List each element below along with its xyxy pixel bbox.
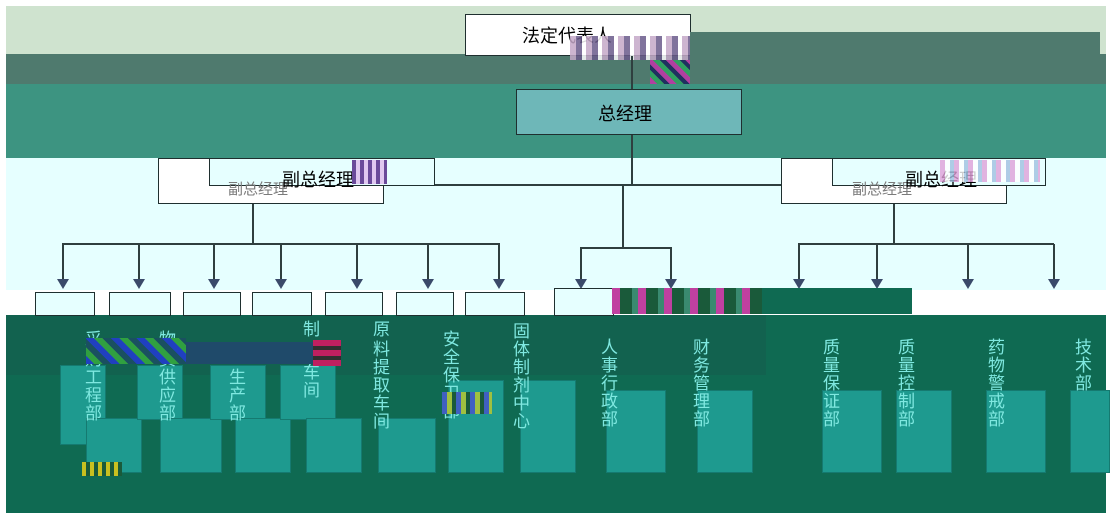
arrow-head-3 <box>208 279 220 289</box>
dept-panel-2b <box>160 418 222 473</box>
dept-top-box-7 <box>465 292 525 316</box>
connector-gm-down <box>631 135 633 185</box>
connector-horizontal-vps <box>432 184 834 186</box>
dept-label-7: 固体制剂中心 <box>509 322 529 430</box>
dept-label-4-top: 制 <box>299 320 319 338</box>
dept-panel-11 <box>896 390 952 473</box>
connector-vpl-down <box>252 204 254 244</box>
arrow-stem-11 <box>876 244 878 280</box>
vp-right-faded-label: 副总经理 <box>852 180 913 198</box>
dept-label-10: 质量保证部 <box>819 338 839 428</box>
dept-panel-3b <box>235 418 291 473</box>
gm-label: 总经理 <box>598 104 652 125</box>
arrow-stem-8 <box>580 248 582 280</box>
arrow-stem-1 <box>62 244 64 280</box>
dept-panel-4 <box>280 365 336 420</box>
arrow-stem-3 <box>213 244 215 280</box>
dept-panel-13 <box>1070 390 1110 473</box>
dept-top-box-1 <box>35 292 95 316</box>
dept-label-3: 生产部 <box>225 368 245 422</box>
dept-panel-12 <box>986 390 1046 473</box>
glitch-magenta-chip <box>313 340 341 366</box>
arrow-stem-7 <box>498 244 500 280</box>
arrow-head-7 <box>493 279 505 289</box>
dept-panel-9 <box>697 390 753 473</box>
arrow-head-10 <box>793 279 805 289</box>
glitch-blue-blob <box>86 338 186 364</box>
arrow-head-9 <box>665 279 677 289</box>
arrow-stem-2 <box>138 244 140 280</box>
arrow-stem-5 <box>356 244 358 280</box>
glitch-vp-right <box>940 160 1040 182</box>
glitch-lower-mid <box>442 392 492 414</box>
vp-left-offset-box <box>209 158 435 186</box>
connector-gm-middle <box>622 186 624 248</box>
dept-panel-8 <box>606 390 666 473</box>
dept-label-2: 资供应部 <box>155 350 175 422</box>
dept-panel-7 <box>520 380 576 473</box>
glitch-noise-top <box>570 36 690 60</box>
dark-band <box>6 54 1106 84</box>
dept-top-box-2 <box>109 292 171 316</box>
arrow-stem-6 <box>427 244 429 280</box>
glitch-vp-left <box>352 160 387 184</box>
dept-panel-5 <box>378 418 436 473</box>
dept-label-9: 财务管理部 <box>689 338 709 428</box>
arrow-head-2 <box>133 279 145 289</box>
glitch-mid-blocks <box>612 288 762 314</box>
dept-top-box-3 <box>183 292 241 316</box>
arrow-stem-10 <box>798 244 800 280</box>
dept-top-box-8 <box>554 288 614 316</box>
glitch-right-strip <box>762 288 912 314</box>
connector-vpr-horizontal <box>798 243 1054 245</box>
arrow-stem-9 <box>670 248 672 280</box>
dept-label-11: 质量控制部 <box>894 338 914 428</box>
dept-label-8: 人事行政部 <box>597 338 617 428</box>
vp-left-faded-label: 副总经理 <box>228 180 289 198</box>
arrow-stem-4 <box>280 244 282 280</box>
dept-label-5-top: 原 <box>369 320 389 338</box>
dept-panel-10 <box>822 390 882 473</box>
arrow-head-12 <box>962 279 974 289</box>
connector-vpr-down <box>893 204 895 244</box>
dept-panel-2 <box>137 365 183 420</box>
glitch-color-block <box>650 60 690 84</box>
dept-panel-4b <box>306 418 362 473</box>
connector-rep-gm <box>631 56 633 90</box>
arrow-stem-12 <box>967 244 969 280</box>
connector-mid-horizontal <box>580 247 672 249</box>
glitch-navy-bar <box>186 342 316 364</box>
arrow-stem-13 <box>1053 244 1055 280</box>
arrow-head-8 <box>575 279 587 289</box>
arrow-head-6 <box>422 279 434 289</box>
dept-label-1: 购工程部 <box>81 350 101 422</box>
dept-top-box-4 <box>252 292 312 316</box>
arrow-head-11 <box>871 279 883 289</box>
gm-box <box>516 89 742 135</box>
arrow-head-4 <box>275 279 287 289</box>
dept-top-box-5 <box>325 292 383 316</box>
arrow-head-13 <box>1048 279 1060 289</box>
dept-label-13: 技术部 <box>1071 338 1091 392</box>
vp-left-label: 副总经理 <box>282 170 354 191</box>
dept-top-box-6 <box>396 292 454 316</box>
dept-label-5: 料提取车间 <box>369 340 389 430</box>
arrow-head-5 <box>351 279 363 289</box>
glitch-small-yellow <box>82 462 122 476</box>
arrow-head-1 <box>57 279 69 289</box>
dept-label-12: 药物警戒部 <box>984 338 1004 428</box>
glitch-dark-strip <box>690 32 1100 56</box>
dept-panel-3 <box>210 365 266 420</box>
